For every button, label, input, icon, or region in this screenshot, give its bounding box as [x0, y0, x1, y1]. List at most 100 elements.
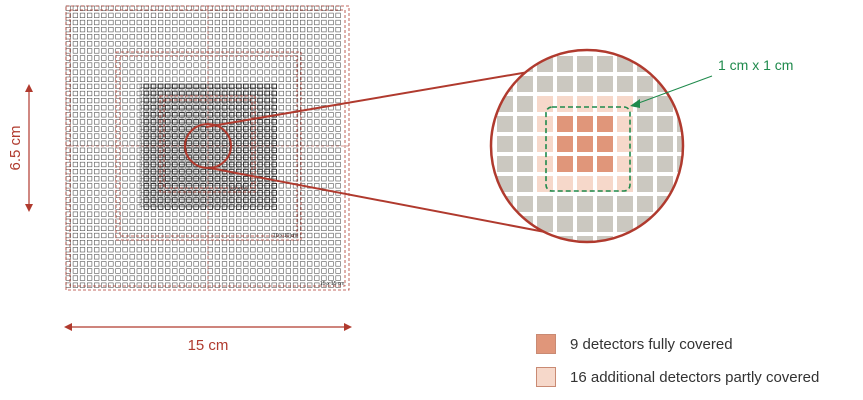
detector-cell [108, 126, 114, 132]
detector-cell [243, 112, 249, 118]
detector-cell [228, 175, 235, 182]
detector-cell [143, 282, 150, 288]
detector-cell [292, 41, 299, 47]
detector-cell [65, 218, 71, 224]
detector-cell [229, 261, 235, 267]
detector-cell [250, 90, 256, 97]
magnified-detector-cell [657, 116, 673, 132]
detector-cell [129, 211, 135, 217]
field-size-outlines [65, 5, 350, 291]
magnified-detector-cell [677, 156, 683, 172]
detector-cell [257, 112, 263, 118]
detector-cell [257, 119, 263, 125]
detector-cell [214, 83, 221, 90]
detector-cell [150, 282, 157, 288]
detector-cell [271, 225, 277, 232]
detector-cell [122, 34, 128, 40]
detector-cell [122, 169, 128, 175]
detector-cell [150, 225, 157, 232]
detector-cell [314, 169, 320, 175]
detector-cell [122, 48, 128, 54]
detector-cell [94, 112, 100, 118]
detector-cell [157, 197, 164, 203]
detector-cell [264, 69, 270, 75]
detector-cell [257, 133, 263, 139]
detector-cell [292, 275, 299, 281]
detector-cell [87, 90, 93, 97]
detector-cell [79, 218, 86, 224]
detector-cell [79, 119, 86, 125]
detector-cell [186, 55, 192, 61]
detector-cell [221, 41, 228, 47]
detector-cell [328, 34, 334, 40]
detector-cell [321, 183, 327, 189]
detector-cell [87, 232, 93, 239]
magnifier-outline [489, 48, 685, 244]
detector-cell [299, 169, 306, 175]
detector-cell [278, 126, 284, 132]
detector-cell [264, 34, 270, 40]
detector-cell [72, 169, 78, 175]
detector-cell [122, 154, 128, 161]
detector-cell [164, 175, 171, 182]
detector-cell [193, 211, 199, 217]
detector-cell [94, 34, 100, 40]
detector-cell [129, 218, 135, 224]
detector-cell [101, 225, 107, 232]
magnified-detector-cell [577, 56, 593, 72]
detector-cell [285, 119, 292, 125]
detector-cell [207, 282, 213, 288]
detector-cell [122, 5, 128, 11]
detector-cell [158, 254, 164, 260]
detector-cell [214, 247, 221, 253]
detector-cell [328, 247, 334, 253]
detector-cell [264, 104, 270, 111]
detector-cell [228, 126, 235, 132]
detector-cell [115, 19, 121, 26]
detector-cell [328, 154, 334, 161]
detector-cell [271, 133, 277, 139]
detector-cell [164, 183, 171, 189]
detector-cell [271, 90, 277, 97]
detector-cell [108, 183, 114, 189]
detector-cell [314, 147, 320, 153]
detector-cell [307, 55, 313, 61]
detector-cell [136, 268, 142, 274]
detector-cell [278, 133, 284, 139]
detector-cell [94, 26, 100, 33]
detector-cell [278, 147, 284, 153]
detector-cell [158, 19, 164, 26]
detector-cell [164, 119, 171, 125]
detector-cell [299, 98, 306, 104]
legend-swatch-fully-covered [536, 334, 556, 354]
detector-cell [158, 48, 164, 54]
detector-cell [108, 197, 114, 203]
detector-cell [228, 112, 235, 118]
detector-cell [129, 183, 135, 189]
detector-cell [179, 19, 185, 26]
detector-cell [172, 240, 178, 246]
detector-cell [207, 41, 213, 47]
detector-cell [321, 83, 327, 89]
detector-cell [236, 12, 242, 19]
detector-cell [292, 34, 299, 40]
detector-cell [136, 90, 142, 97]
detector-cell [150, 190, 157, 196]
detector-cell [307, 275, 313, 281]
detector-cell [115, 41, 121, 47]
detector-cell [321, 240, 327, 246]
detector-cell [136, 26, 142, 33]
detector-cell [214, 268, 221, 274]
detector-cell [87, 169, 93, 175]
detector-cell [264, 119, 270, 125]
detector-cell [250, 140, 256, 146]
detector-cell [157, 133, 164, 139]
detector-cell [172, 126, 178, 132]
detector-cell [271, 190, 277, 196]
detector-cell [292, 190, 299, 196]
detector-cell [143, 183, 150, 189]
detector-cell [65, 12, 71, 19]
detector-cell [314, 12, 320, 19]
detector-cell [328, 140, 334, 146]
detector-cell [228, 104, 235, 111]
